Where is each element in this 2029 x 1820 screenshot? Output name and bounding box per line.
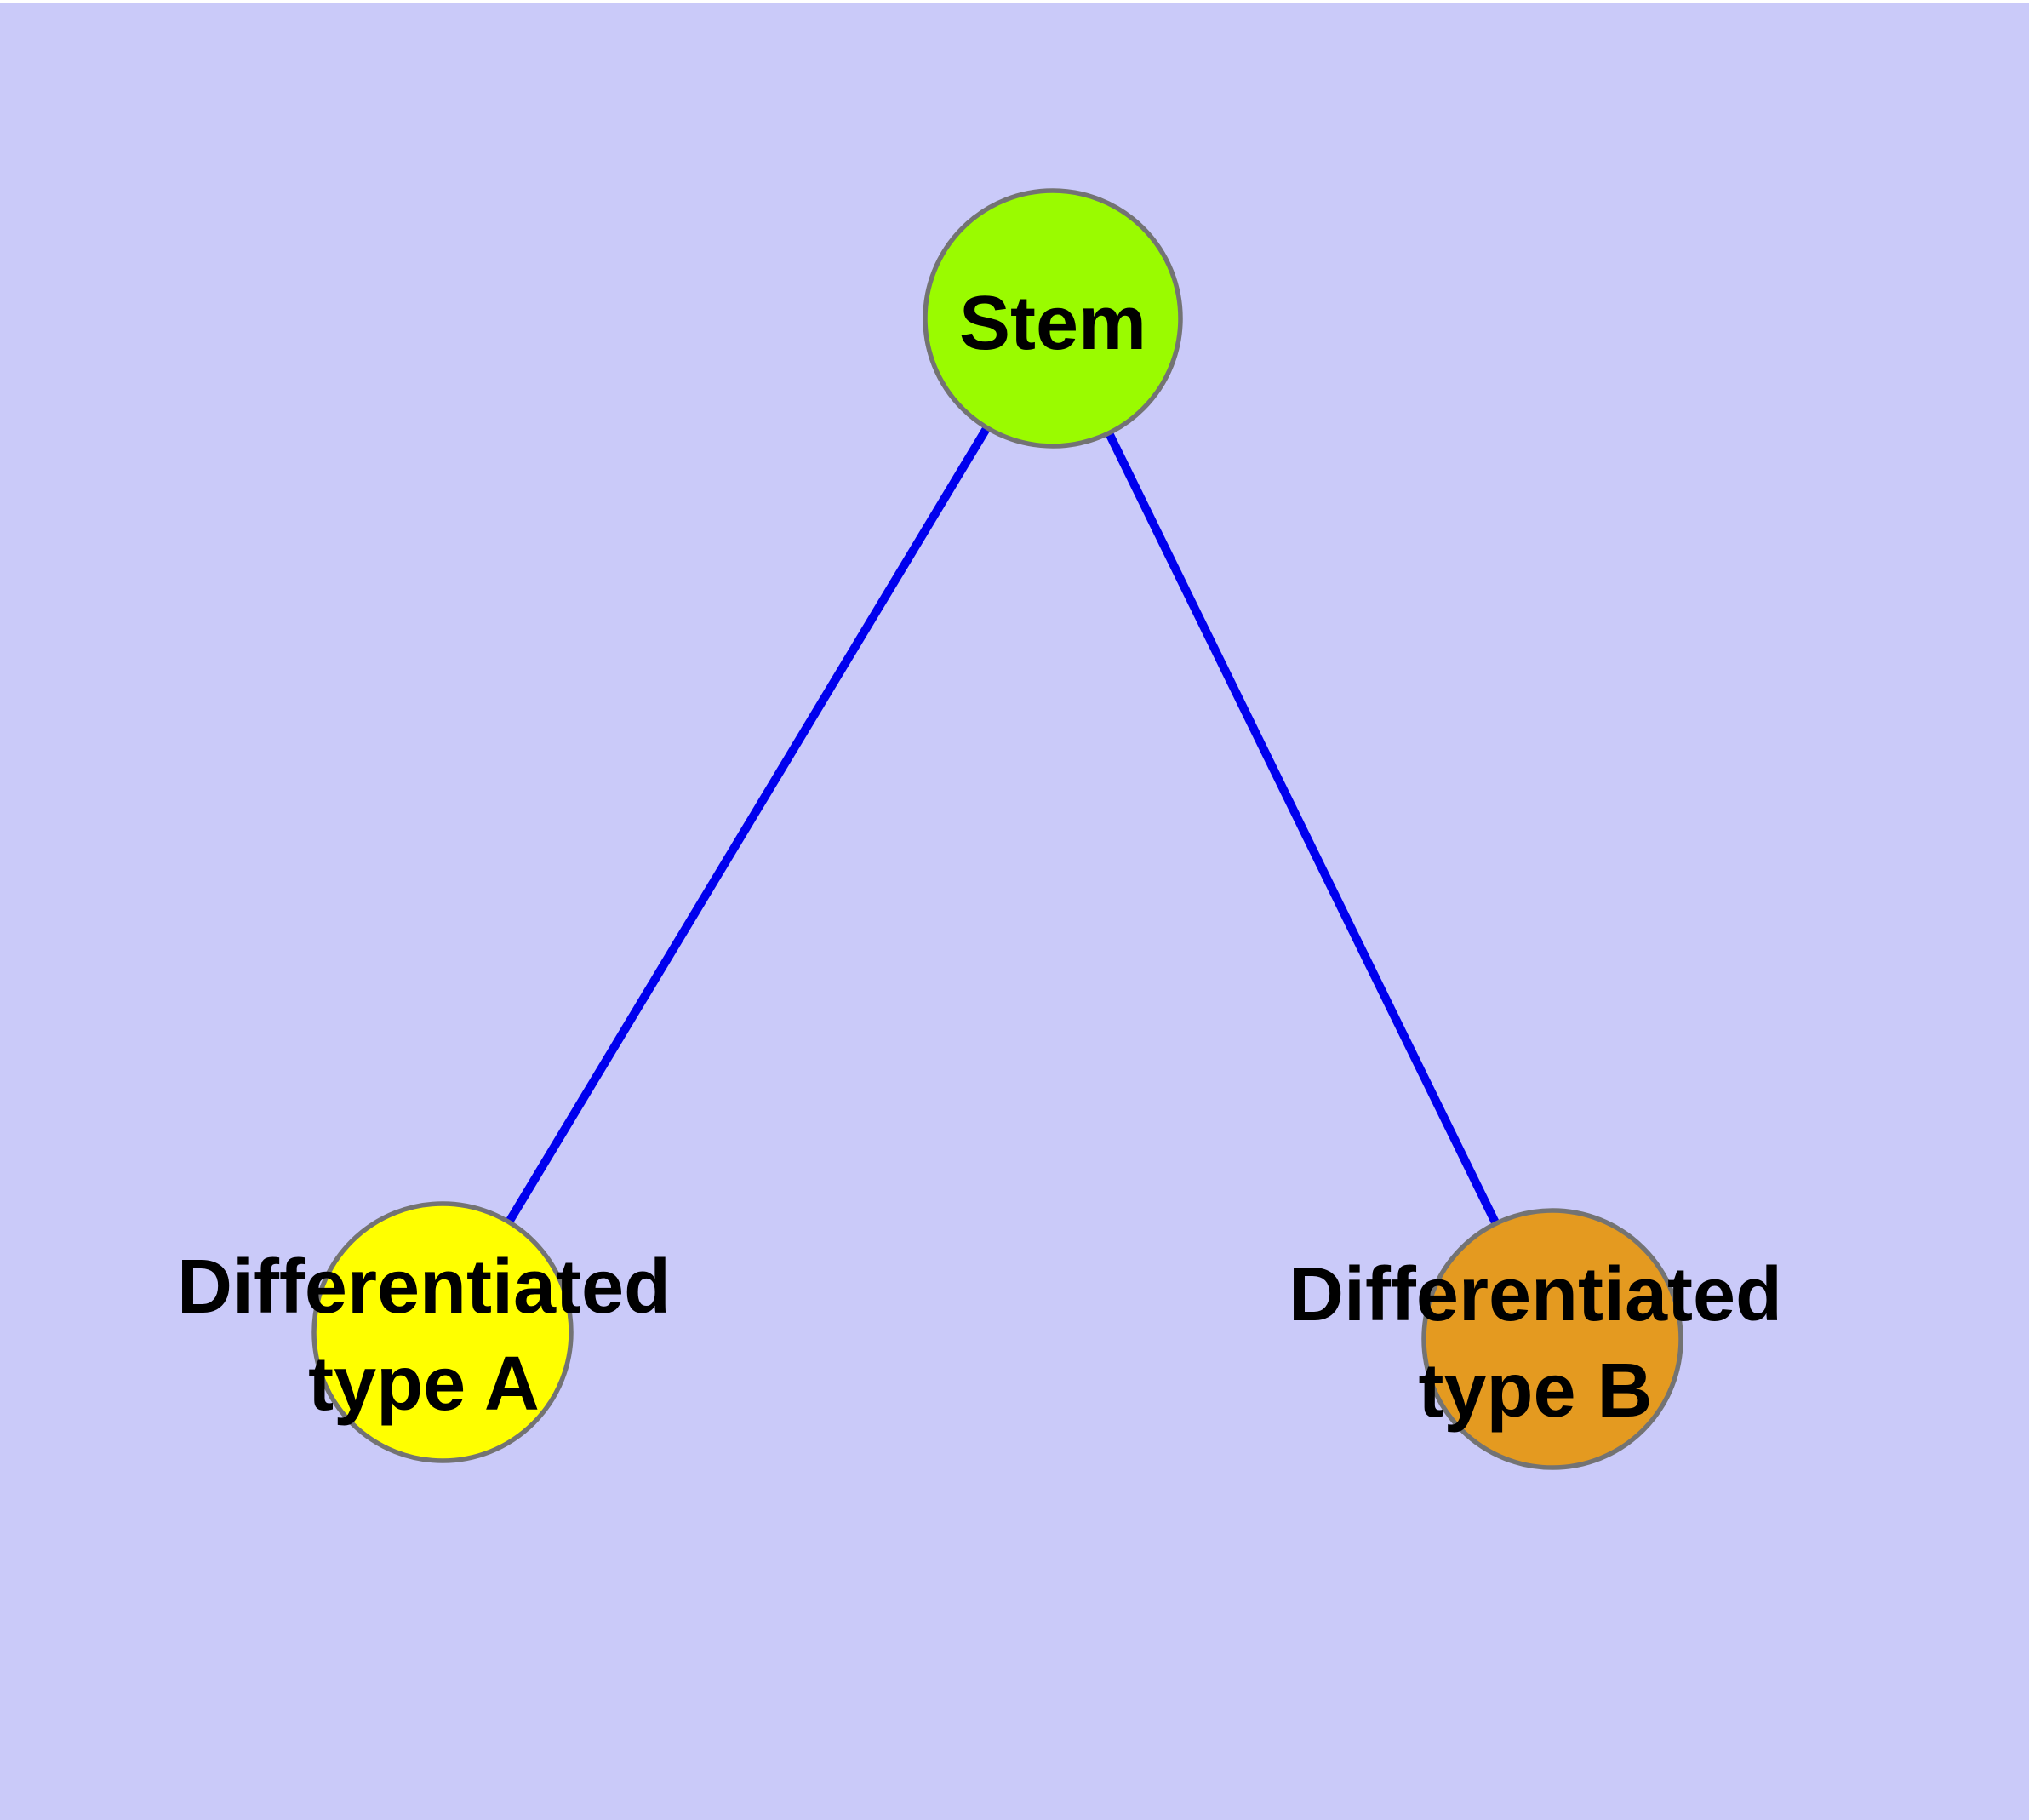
node-type-a-label-line1: Differentiated <box>177 1245 671 1330</box>
node-type-b-label-line2: type B <box>1418 1348 1652 1434</box>
edge-stem-to-type-a <box>438 316 1057 1335</box>
node-differentiated-type-b <box>1421 1208 1683 1470</box>
node-stem <box>923 188 1183 449</box>
node-type-a-label-line2: type A <box>308 1342 540 1427</box>
node-differentiated-type-a <box>311 1201 574 1463</box>
node-stem-label: Stem <box>959 281 1146 366</box>
edge-stem-to-type-b <box>1049 316 1557 1342</box>
node-type-b-label-line1: Differentiated <box>1289 1252 1782 1337</box>
